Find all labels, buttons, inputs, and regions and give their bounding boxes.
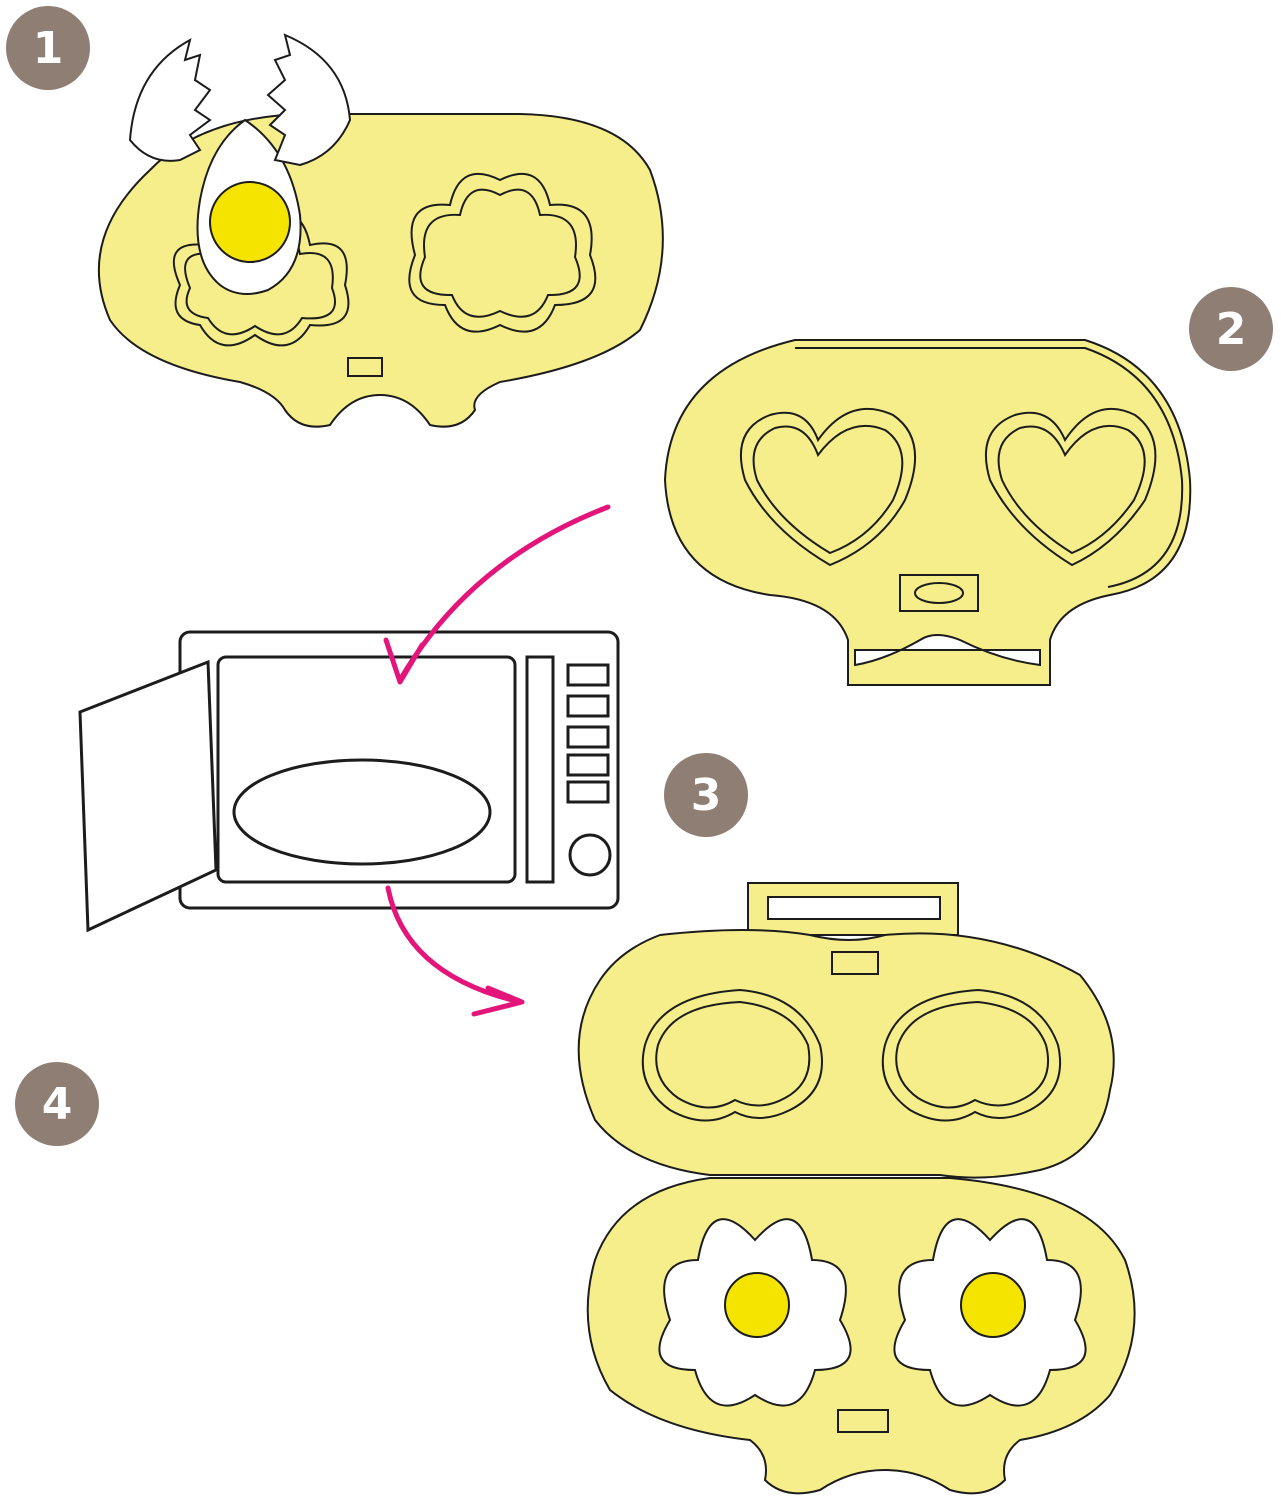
flow-arrows [383, 504, 611, 1017]
handle-cutout [854, 634, 1041, 667]
heart-cavity-top-right [881, 988, 1062, 1122]
mold-step-2 [663, 339, 1192, 686]
step-badge-4: 4 [15, 1062, 99, 1146]
control-strip [525, 655, 555, 884]
control-button [566, 753, 610, 777]
arrow-out-of-microwave [385, 885, 523, 1005]
microwave [78, 630, 620, 933]
yolk-right [960, 1272, 1026, 1338]
flower-cavity-right [408, 172, 597, 333]
heart-cavity-top-left [641, 988, 823, 1122]
heart-cavity-left [739, 407, 916, 567]
latch [899, 574, 979, 612]
latch-slot [831, 951, 879, 975]
control-button [566, 725, 610, 749]
svg-text:4: 4 [42, 1079, 73, 1130]
eggshell-left [128, 38, 212, 162]
control-button [566, 780, 610, 804]
microwave-door [78, 659, 218, 933]
flower-cavity-left [172, 212, 350, 347]
egg-yolk [209, 181, 291, 263]
yolk-left [724, 1272, 790, 1338]
handle-slot-bottom [837, 1409, 889, 1433]
eggshell-right [266, 33, 352, 167]
svg-text:3: 3 [691, 770, 722, 821]
microwave-plate [232, 758, 492, 866]
mold-step-4 [577, 882, 1136, 1495]
handle-slot [347, 357, 383, 377]
svg-text:2: 2 [1216, 304, 1247, 355]
step-badge-3: 3 [664, 753, 748, 837]
control-button [566, 694, 610, 718]
mold-top-lid [577, 929, 1115, 1179]
mold-lid [663, 339, 1192, 686]
step-badge-1: 1 [6, 6, 90, 90]
control-dial [568, 833, 612, 877]
svg-text:1: 1 [33, 23, 64, 74]
step-badge-2: 2 [1189, 287, 1273, 371]
heart-cavity-right [984, 407, 1157, 567]
control-button [566, 663, 610, 687]
mold-step-1 [97, 33, 664, 428]
